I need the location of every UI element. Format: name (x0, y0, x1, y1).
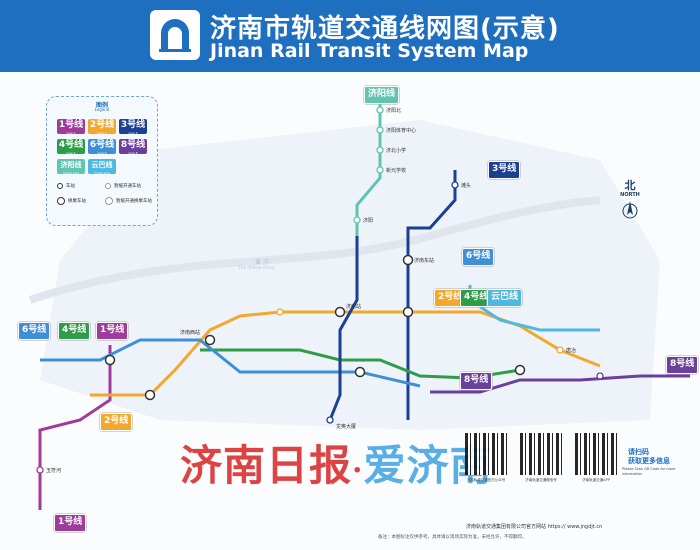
pending-transfer-symbol-icon (105, 197, 113, 205)
station-node[interactable] (36, 466, 44, 474)
badge-line-6[interactable]: 6号线 (18, 322, 51, 340)
transfer-station-node[interactable] (204, 334, 216, 346)
page-title: 济南市轨道交通线网图(示意) (210, 14, 560, 44)
qr-caption: 济南轨道交通微信号 (525, 478, 557, 482)
qr-caption: 济南轨道交通APP (582, 478, 610, 482)
transfer-station-node[interactable] (402, 306, 414, 318)
newspaper-watermark: 济南日报·爱济南 (180, 441, 493, 490)
pending-station-symbol-icon (105, 183, 111, 189)
qr-code-icon[interactable] (465, 433, 507, 475)
footer-note: 备注：本图标注仅供参考，具体请以现场实际为准，未经允许，不得翻印。 (378, 535, 527, 540)
footer-org: 济南轨道交通集团有限公司官方网站 https:// www.jngdjt.cn (466, 524, 603, 530)
legend-symbol-label: 暂缓开通车站 (114, 184, 141, 189)
station-label: 滩头 (461, 182, 471, 189)
station-node[interactable] (376, 126, 384, 134)
qr-code-icon[interactable] (520, 433, 562, 475)
station-label: 玉符河 (46, 467, 61, 474)
north-south-line-route (328, 236, 359, 421)
scan-prompt: 请扫码 获取更多信息 (628, 448, 670, 465)
station-label: 唐冶 (566, 347, 576, 354)
station-label: 新元学校 (386, 167, 406, 174)
station-symbol-icon (57, 183, 63, 189)
line-8-route (430, 374, 690, 394)
station-label: 济阳北 (386, 107, 401, 114)
river-label: 黄 河 (255, 259, 269, 266)
transfer-station-node[interactable] (334, 306, 346, 318)
badge-jiyang-line[interactable]: 济阳线 (364, 86, 400, 104)
transfer-station-node[interactable] (354, 366, 366, 378)
legend-subtitle: Legend (94, 107, 110, 112)
station-node[interactable] (556, 346, 564, 354)
badge-line-8[interactable]: 8号线 (666, 356, 699, 374)
badge-line-4[interactable]: 4号线 (58, 322, 91, 340)
line-1-route (38, 345, 112, 510)
metro-logo-icon (150, 10, 200, 60)
badge-line-6[interactable]: 6号线 (462, 248, 495, 266)
compass-arrow-icon (622, 201, 638, 219)
transfer-station-node[interactable] (402, 254, 414, 266)
north-compass: 北 NORTH (612, 180, 648, 227)
station-label: 济南东站 (414, 257, 434, 264)
header-banner: 济南市轨道交通线网图(示意) Jinan Rail Transit System… (0, 0, 700, 72)
transfer-station-node[interactable] (514, 364, 526, 376)
page-subtitle: Jinan Rail Transit System Map (210, 40, 529, 62)
station-node[interactable] (376, 166, 384, 174)
station-label: 济南西站 (180, 329, 200, 336)
transfer-station-symbol-icon (57, 197, 65, 205)
badge-yunba-line[interactable]: 云巴线 (487, 289, 523, 307)
legend-title: 图例 (95, 102, 108, 109)
line-2-route (90, 310, 601, 397)
map-canvas: 济阳北 济阳体育中心 济北小学 新元学校 济阳 滩头 济南东站 济南站 济南西站… (0, 72, 700, 550)
station-label: 济南站 (346, 303, 361, 310)
legend-symbol-label: 换乘车站 (68, 199, 86, 204)
badge-line-3[interactable]: 3号线 (488, 161, 521, 179)
transfer-station-node[interactable] (104, 354, 116, 366)
station-node[interactable] (376, 146, 384, 154)
river-label-en: The Yellow River (238, 266, 275, 271)
station-node[interactable] (451, 181, 459, 189)
yellow-river (28, 196, 601, 304)
station-label: 济阳 (363, 217, 373, 224)
qr-code-icon[interactable] (575, 433, 617, 475)
badge-line-8[interactable]: 8号线 (460, 372, 493, 390)
legend-symbol-label: 暂缓开通换乘车站 (116, 199, 152, 204)
station-label: 龙奥大厦 (336, 423, 356, 430)
badge-line-2[interactable]: 2号线 (100, 413, 133, 431)
station-node[interactable] (276, 308, 284, 316)
transfer-station-node[interactable] (144, 389, 156, 401)
station-node[interactable] (353, 216, 361, 224)
station-node[interactable] (376, 106, 384, 114)
badge-line-4[interactable]: 4号线 (460, 289, 493, 307)
legend-symbol-label: 车站 (66, 184, 75, 189)
qr-caption: 济南轨道交通官方公众号 (466, 478, 506, 482)
station-label: 济阳体育中心 (386, 127, 416, 134)
station-node[interactable] (326, 416, 334, 424)
station-label: 济北小学 (386, 147, 406, 154)
badge-line-1[interactable]: 1号线 (54, 514, 87, 532)
district-shading (40, 120, 660, 430)
scan-prompt-en: Please Scan QR Code for more information (622, 467, 676, 476)
badge-line-1[interactable]: 1号线 (96, 322, 129, 340)
station-node[interactable] (596, 372, 604, 380)
